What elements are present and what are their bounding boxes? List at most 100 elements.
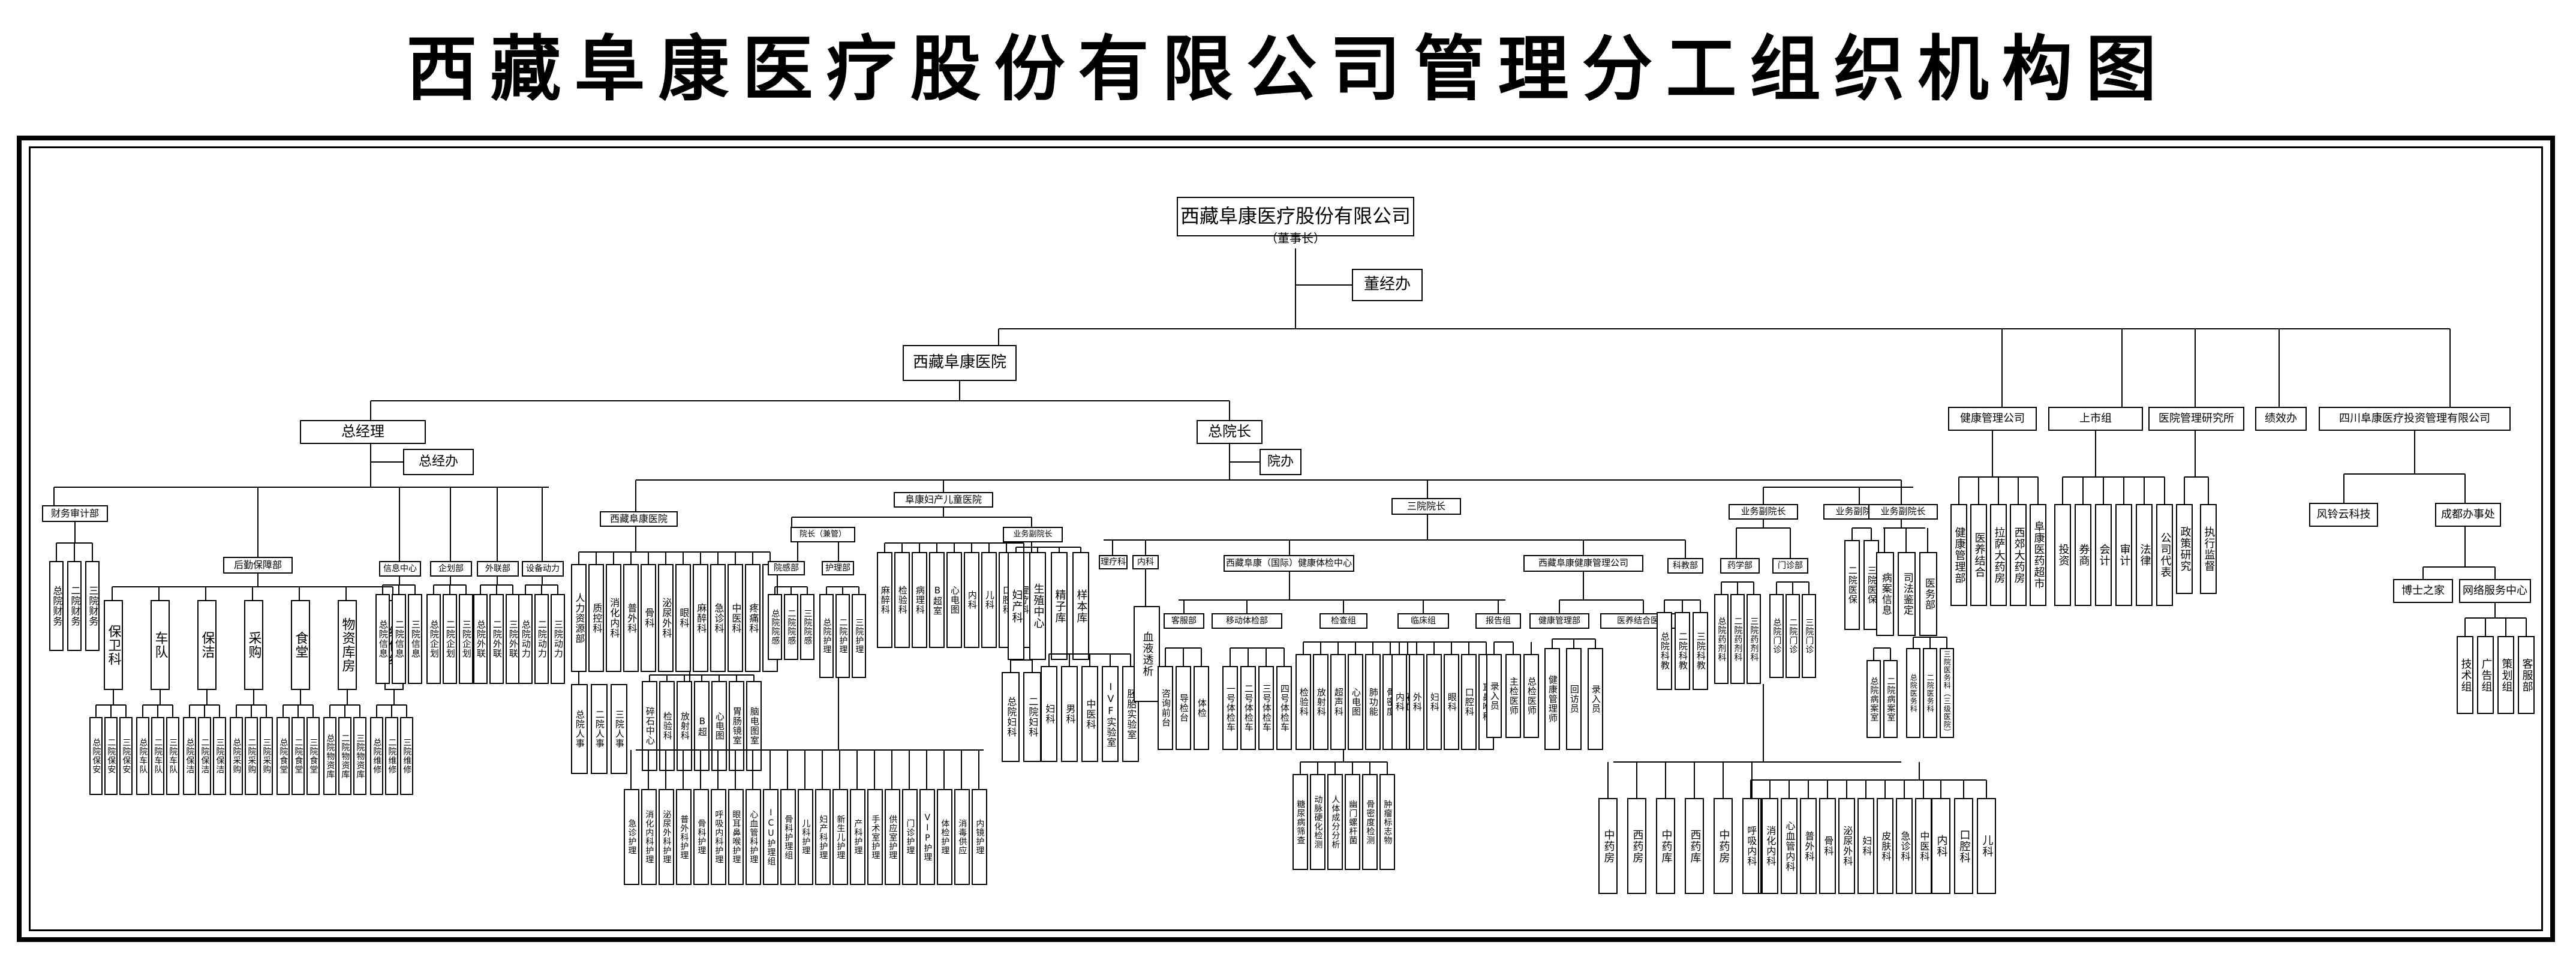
jiancha2-item-4: 骨密度检测 bbox=[1362, 774, 1378, 870]
connector-line bbox=[160, 690, 161, 705]
nurse-16: 门诊护理 bbox=[902, 789, 918, 885]
connector-line bbox=[2095, 431, 2096, 477]
connector-line bbox=[1423, 600, 1424, 613]
connector-line bbox=[1913, 637, 1947, 638]
planning-dept-item-0: 总院企划 bbox=[426, 594, 441, 684]
connector-line bbox=[636, 749, 984, 751]
checkup-group-1: 移动体检部 bbox=[1212, 613, 1282, 629]
logistics-3-item-2: 三院采购 bbox=[260, 717, 273, 795]
jiancha2-item-2: 人体成分分析 bbox=[1327, 774, 1343, 870]
connector-line bbox=[842, 587, 843, 594]
connector-line bbox=[299, 587, 300, 600]
connector-line bbox=[826, 586, 859, 587]
outpatient-item-1: 二院门诊 bbox=[1786, 594, 1800, 678]
outpatient-item-2: 三院门诊 bbox=[1802, 594, 1816, 678]
nurse-18: 体检护理 bbox=[937, 789, 952, 885]
connector-line bbox=[1874, 647, 1890, 649]
connector-line bbox=[1399, 642, 1400, 654]
connector-line bbox=[542, 577, 543, 585]
page-title: 西藏阜康医疗股份有限公司管理分工组织机构图 bbox=[406, 27, 2170, 110]
connector-line bbox=[1390, 642, 1391, 654]
yewu-keshi-5: 泌尿外科 bbox=[1838, 798, 1855, 894]
jiancha2-item-1: 动脉硬化检测 bbox=[1310, 774, 1325, 870]
connector-line bbox=[1010, 660, 1011, 672]
xizang-dept-2: 消化内科 bbox=[606, 564, 621, 672]
connector-line bbox=[717, 750, 719, 789]
connector-line bbox=[450, 577, 451, 585]
connector-line bbox=[1998, 477, 1999, 504]
connector-line bbox=[1248, 648, 1249, 666]
connector-line bbox=[1958, 477, 1959, 504]
research-dept: 科教部 bbox=[1667, 558, 1703, 574]
connector-line bbox=[1104, 539, 1685, 541]
linchuang-item-4: 口腔科 bbox=[1461, 654, 1477, 750]
yidong-item-3: 四号体检车 bbox=[1276, 666, 1292, 750]
checkup-group-0: 客服部 bbox=[1164, 613, 1204, 629]
connector-line bbox=[1300, 762, 1301, 774]
logistics-4-item-1: 二院食堂 bbox=[291, 717, 305, 795]
connector-line bbox=[525, 585, 526, 594]
connector-line bbox=[393, 690, 395, 705]
xizang-dept-5: 泌尿外科 bbox=[658, 564, 674, 672]
connector-line bbox=[158, 587, 160, 600]
nurse-10: 儿科护理 bbox=[798, 789, 813, 885]
connector-line bbox=[797, 542, 798, 573]
connector-line bbox=[283, 704, 313, 706]
connector-line bbox=[1884, 780, 1886, 798]
nurse-19: 消毒供应 bbox=[954, 789, 970, 885]
connector-line bbox=[774, 587, 775, 594]
maternity-mid-0: 麻醉科 bbox=[877, 552, 892, 648]
connector-line bbox=[1266, 648, 1267, 666]
connector-line bbox=[1808, 780, 1809, 798]
connector-line bbox=[1792, 582, 1793, 594]
connector-line bbox=[370, 401, 371, 420]
root-company: 西藏阜康医疗股份有限公司 bbox=[1177, 197, 1414, 236]
connector-line bbox=[1919, 762, 1920, 780]
yewu-keshi-6: 妇科 bbox=[1857, 798, 1874, 894]
yidong-item-2: 三号体检车 bbox=[1258, 666, 1274, 750]
connector-line bbox=[1978, 477, 1979, 504]
connector-line bbox=[578, 552, 579, 564]
connector-line bbox=[683, 750, 684, 789]
xizang-dept-7: 麻醉科 bbox=[693, 564, 708, 672]
ward-1: 西药房 bbox=[1627, 798, 1646, 894]
connector-line bbox=[1048, 654, 1050, 666]
yewu-tail-2: 儿科 bbox=[1977, 798, 1996, 894]
connector-line bbox=[1334, 762, 1336, 774]
connector-line bbox=[252, 587, 253, 600]
connector-line bbox=[2464, 618, 2466, 636]
gm-office: 董经办 bbox=[1352, 269, 1423, 301]
connector-line bbox=[1613, 761, 1901, 763]
connector-line bbox=[635, 480, 636, 511]
health-co-item-2: 拉萨大药房 bbox=[1990, 504, 2007, 606]
connector-line bbox=[1905, 528, 1907, 552]
yewu-keshi-7: 皮肤科 bbox=[1877, 798, 1893, 894]
yewu-tail-0: 内科 bbox=[1931, 798, 1950, 894]
connector-line bbox=[1790, 528, 1791, 558]
connector-line bbox=[112, 587, 113, 600]
checkup-group-3: 临床组 bbox=[1397, 613, 1449, 629]
logistics-3-item-1: 二院采购 bbox=[245, 717, 258, 795]
nurse-8: ICU护理组 bbox=[763, 789, 778, 885]
connector-line bbox=[2449, 329, 2451, 407]
yiwu-1: 二院医务科 bbox=[1923, 648, 1937, 738]
connector-line bbox=[1433, 642, 1435, 654]
xizang-dept-6: 眼科 bbox=[675, 564, 691, 672]
nurse-7: 心血管科护理 bbox=[746, 789, 761, 885]
info-center-item-0: 总院信息 bbox=[375, 594, 390, 684]
connector-line bbox=[1369, 762, 1370, 774]
connector-line bbox=[2414, 431, 2415, 474]
research-institute: 医院管理研究所 bbox=[2148, 407, 2244, 431]
nurse-20: 内镜护理 bbox=[972, 789, 987, 885]
info-center-item-2: 三院信息 bbox=[408, 594, 422, 684]
connector-line bbox=[1559, 599, 1643, 601]
connector-line bbox=[433, 585, 434, 594]
connector-line bbox=[96, 704, 126, 706]
maternity-mid-3: B超室 bbox=[929, 552, 945, 648]
connector-line bbox=[1573, 639, 1574, 648]
logistics-dept: 后勤保障部 bbox=[223, 557, 293, 574]
connector-line bbox=[2121, 329, 2123, 407]
planning-dept-item-2: 三院企划 bbox=[459, 594, 473, 684]
infection-item-1: 二院院感 bbox=[784, 594, 798, 660]
connector-line bbox=[251, 705, 252, 717]
